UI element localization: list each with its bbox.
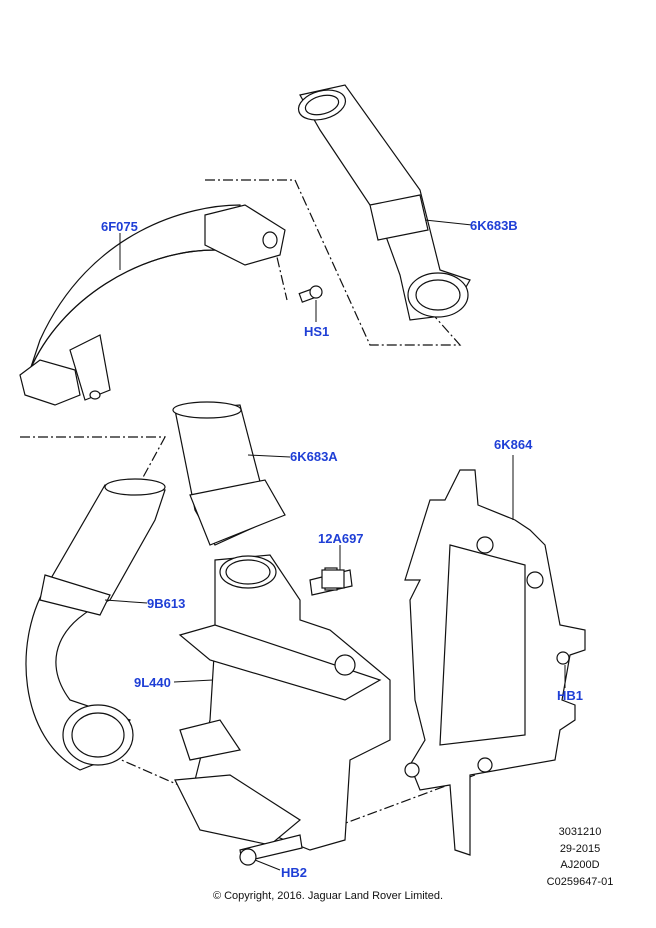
part-label-HB1[interactable]: HB1 [557, 688, 584, 703]
ref-number: 3031210 [558, 826, 602, 838]
part-label-12A697[interactable]: 12A697 [318, 531, 364, 546]
sensor-12A697 [321, 569, 345, 589]
part-label-6K683A[interactable]: 6K683A [290, 449, 338, 464]
part-label-HB2[interactable]: HB2 [281, 865, 308, 880]
copyright: © Copyright, 2016. Jaguar Land Rover Lim… [212, 890, 444, 902]
part-label-6K683B[interactable]: 6K683B [470, 218, 518, 233]
intercooler-9L440 [174, 554, 391, 866]
ref-code: C0259647-01 [546, 875, 614, 888]
hose-9B613 [25, 478, 166, 771]
bolt-HS1 [298, 285, 323, 303]
hose-6K683A [172, 401, 286, 546]
part-label-6K864[interactable]: 6K864 [494, 437, 533, 452]
ref-model: AJ200D [560, 859, 600, 871]
part-label-9L440[interactable]: 9L440 [134, 675, 171, 690]
ref-date: 29-2015 [559, 842, 601, 855]
leader-lines [104, 219, 566, 871]
pipe-6F075 [19, 204, 286, 406]
part-label-9B613[interactable]: 9B613 [147, 596, 186, 611]
diagram-reference-info: 3031210 29-2015 AJ200D C0259647-01 [540, 824, 620, 890]
hose-6K683B [297, 84, 471, 321]
bracket-6K864 [404, 469, 586, 856]
part-label-6F075[interactable]: 6F075 [101, 219, 138, 234]
part-label-HS1[interactable]: HS1 [304, 324, 330, 339]
